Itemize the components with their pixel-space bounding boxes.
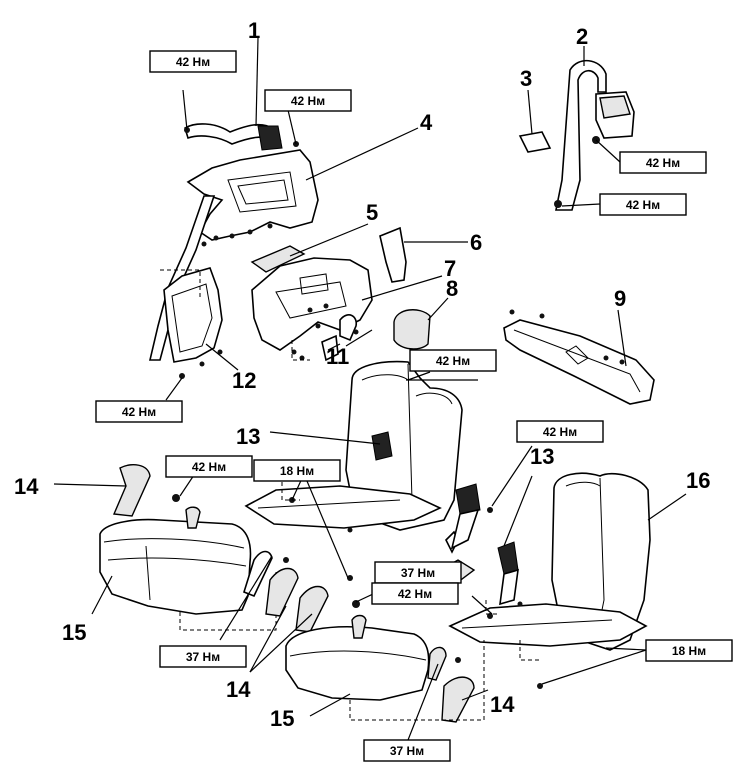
torque-value: 37 Нм xyxy=(390,744,424,758)
torque-box: 42 Нм xyxy=(165,455,253,478)
torque-box: 42 Нм xyxy=(409,349,497,372)
leader-lines xyxy=(53,37,687,741)
torque-box: 42 Нм xyxy=(599,193,687,216)
callout-6: 6 xyxy=(470,230,482,255)
pad-14-top xyxy=(112,464,151,517)
callout-12: 12 xyxy=(232,368,256,393)
torque-value: 18 Нм xyxy=(672,644,706,658)
callout-5: 5 xyxy=(366,200,378,225)
left-cushion-15 xyxy=(99,494,277,631)
callout-1: 1 xyxy=(248,18,260,43)
torque-value: 42 Нм xyxy=(436,354,470,368)
torque-value: 42 Нм xyxy=(291,94,325,108)
torque-box: 18 Нм xyxy=(645,639,733,662)
callout-7: 7 xyxy=(444,256,456,281)
seat-rail-9 xyxy=(503,309,655,405)
callout-2: 2 xyxy=(576,24,588,49)
torque-box: 42 Нм xyxy=(95,400,183,423)
center-trim-group xyxy=(250,226,431,362)
torque-box: 37 Нм xyxy=(374,561,462,584)
callout-14-middle: 14 xyxy=(226,677,251,702)
torque-value: 42 Нм xyxy=(122,405,156,419)
torque-box: 42 Нм xyxy=(149,50,237,73)
quarter-trim-panel xyxy=(148,89,319,379)
torque-value: 42 Нм xyxy=(176,55,210,69)
callout-4: 4 xyxy=(420,110,433,135)
callout-13-center: 13 xyxy=(236,424,260,449)
callout-numbers: 1 2 3 4 5 6 7 8 9 11 12 13 13 14 14 14 1… xyxy=(14,18,710,731)
torque-value: 42 Нм xyxy=(398,587,432,601)
callout-16: 16 xyxy=(686,468,710,493)
callout-14-right: 14 xyxy=(490,692,515,717)
torque-box: 42 Нм xyxy=(619,151,707,174)
callout-15-right: 15 xyxy=(270,706,294,731)
right-seat-16 xyxy=(448,472,651,689)
torque-box: 37 Нм xyxy=(363,739,451,762)
pad-14-middle xyxy=(243,550,329,633)
torque-value: 18 Нм xyxy=(280,464,314,478)
callout-3: 3 xyxy=(520,66,532,91)
torque-value: 42 Нм xyxy=(646,156,680,170)
callout-15-left: 15 xyxy=(62,620,86,645)
torque-box: 42 Нм xyxy=(371,582,459,605)
torque-box: 37 Нм xyxy=(159,645,247,668)
callout-13-right: 13 xyxy=(530,444,554,469)
callout-9: 9 xyxy=(614,286,626,311)
torque-value: 37 Нм xyxy=(401,566,435,580)
center-seat-back xyxy=(244,360,463,533)
callout-14-left: 14 xyxy=(14,474,39,499)
torque-labels: 42 Нм 42 Нм 42 Нм 42 Нм 42 Нм 42 Нм 42 Н… xyxy=(95,50,733,762)
torque-box: 42 Нм xyxy=(264,89,352,112)
torque-value: 37 Нм xyxy=(186,650,220,664)
torque-value: 42 Нм xyxy=(626,198,660,212)
torque-value: 42 Нм xyxy=(192,460,226,474)
torque-box: 18 Нм xyxy=(253,459,341,482)
right-cushion-15 xyxy=(285,614,485,723)
rear-belt-retractor xyxy=(518,59,635,211)
callout-11: 11 xyxy=(326,344,349,369)
torque-value: 42 Нм xyxy=(543,425,577,439)
callout-8: 8 xyxy=(446,276,458,301)
torque-box: 42 Нм xyxy=(516,420,604,443)
